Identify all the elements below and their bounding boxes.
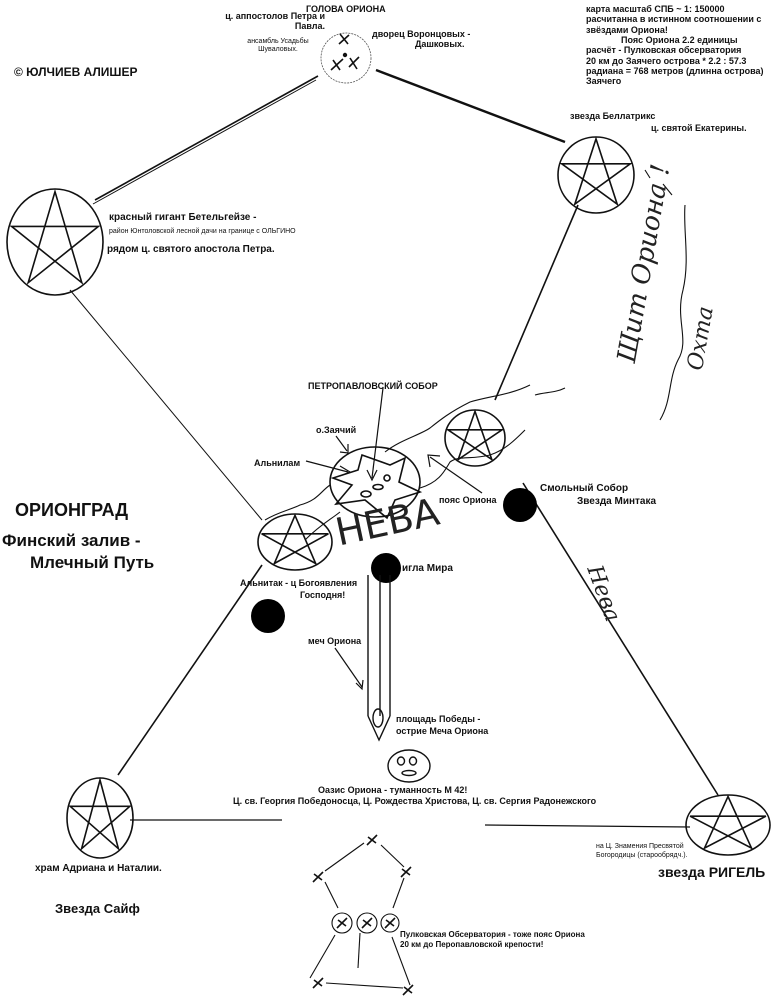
alnilam-star (329, 446, 423, 520)
scale-note-line5: расчёт - Пулковская обсерватория (586, 45, 742, 56)
line-betelgeuse-alnitak (69, 289, 263, 521)
betelgeuse-line3: рядом ц. святого апостола Петра. (107, 244, 275, 255)
nebula-line2: Ц. св. Георгия Победоносца, Ц. Рождества… (233, 796, 597, 806)
betelgeuse-line1: красный гигант Бетельгейзе - (109, 212, 257, 223)
saiph-star-label: Звезда Сайф (55, 901, 140, 916)
subtitle-line1: Финский залив - (2, 531, 141, 550)
hare-island-label: о.Заячий (316, 425, 357, 435)
scale-note-line8: Заячего (586, 76, 622, 87)
scale-note-line6: 20 км до Заячего острова * 2.2 : 57.3 (586, 55, 747, 66)
pulkovo-constellation (309, 842, 411, 989)
needle-dot (371, 553, 401, 583)
line-mintaka-rigel (522, 482, 719, 796)
scale-note-line3: звёздами Ориона! (586, 24, 668, 35)
ensemble-label-line1: ансамбль Усадьбы (247, 38, 309, 45)
bellatrix-line1: звезда Беллатрикс (570, 111, 656, 121)
pulkovo-line1: Пулковская Обсерватория - тоже пояс Орио… (400, 930, 585, 939)
belt-right-star (444, 408, 506, 467)
nebula-line1: Оазис Ориона - туманность М 42! (318, 785, 468, 795)
alnitak-line1: Альнитак - ц Богоявления (240, 578, 358, 588)
pulkovo-mini-star (366, 834, 378, 846)
ensemble-label-line2: Шуваловых. (258, 46, 298, 54)
sword-tip-line1: площадь Победы - (396, 714, 481, 724)
line-head-betelgeuse-2 (92, 79, 317, 205)
saiph-temple-label: храм Адриана и Наталии. (35, 863, 162, 874)
scale-note-line4: Пояс Ориона 2.2 единицы (621, 35, 738, 46)
pulkovo-mini-star (400, 866, 412, 878)
pulkovo-line2: 20 км до Перопавловской крепости! (400, 940, 544, 949)
pulkovo-mini-star (402, 984, 414, 996)
copyright: © ЮЛЧИЕВ АЛИШЕР (14, 65, 138, 79)
pulkovo-mini-star (312, 977, 324, 989)
alnitak-star (257, 513, 333, 571)
rigel-star-label: звезда РИГЕЛЬ (658, 864, 766, 880)
rigel-star (685, 794, 771, 856)
palace-label-line2: Дашковых. (415, 39, 465, 50)
scale-note-line1: карта масштаб СПБ ~ 1: 150000 (586, 4, 725, 14)
pulkovo-mini-star (336, 917, 348, 929)
line-head-bellatrix (375, 68, 566, 144)
scale-note-line2: расчитанна в истинном соотношении с (586, 14, 762, 25)
mintaka-dot (503, 488, 537, 522)
head-left-label-line1: ц. аппостолов Петра и (225, 11, 325, 21)
line-alnitak-saiph (117, 564, 263, 776)
head-title: ГОЛОВА ОРИОНА (306, 4, 386, 14)
alnilam-label: Альнилам (254, 458, 301, 468)
pulkovo-mini-star (312, 871, 324, 883)
nebula-face-icon (387, 749, 431, 783)
head-left-label: ц. аппостолов Петра и Павла. (190, 11, 325, 32)
line-head-betelgeuse (94, 75, 319, 201)
scale-note: карта масштаб СПБ ~ 1: 150000 расчитанна… (586, 4, 764, 87)
saiph-left-dot (251, 599, 285, 633)
ensemble-label: ансамбль Усадьбы Шуваловых. (228, 38, 328, 54)
pulkovo-mini-star (384, 917, 396, 929)
saiph-star (66, 776, 134, 859)
okhta-river-outline (644, 169, 687, 421)
line-nebula-rigel (484, 824, 691, 828)
neva-river-outline (264, 384, 566, 541)
bellatrix-star (557, 136, 635, 214)
main-title: ОРИОНГРАД (15, 500, 129, 520)
cathedral-label: ПЕТРОПАВЛОВСКИЙ СОБОР (308, 381, 438, 391)
orion-sword (367, 575, 391, 742)
pulkovo-mini-star (361, 917, 373, 929)
betelgeuse-star (6, 188, 104, 296)
smolny-line1: Смольный Собор (540, 483, 629, 494)
betelgeuse-line2: район Юнтоловской лесной дачи на границе… (109, 228, 296, 235)
rigel-note-line1: на Ц. Знамения Пресвятой (596, 843, 684, 850)
scale-note-line7: радиана = 768 метров (длинна острова) (586, 66, 764, 77)
smolny-line2: Звезда Минтака (577, 496, 657, 507)
belt-label: пояс Ориона (439, 495, 497, 505)
rigel-note-line2: Богородицы (старообрядч.). (596, 852, 688, 859)
sword-tip-line2: острие Меча Ориона (396, 726, 489, 736)
subtitle-line2: Млечный Путь (30, 553, 155, 572)
sword-label: меч Ориона (308, 636, 362, 646)
alnitak-line2: Господня! (300, 590, 346, 600)
orion-head (320, 32, 372, 84)
needle-label: игла Мира (402, 563, 453, 574)
bellatrix-line2: ц. святой Екатерины. (651, 123, 747, 133)
head-left-label-line2: Павла. (294, 21, 325, 32)
line-bellatrix-belt (494, 204, 579, 401)
annotation-arrows (305, 387, 483, 691)
palace-label-line1: дворец Воронцовых - (372, 29, 471, 39)
palace-label: дворец Воронцовых - Дашковых. (372, 29, 470, 50)
